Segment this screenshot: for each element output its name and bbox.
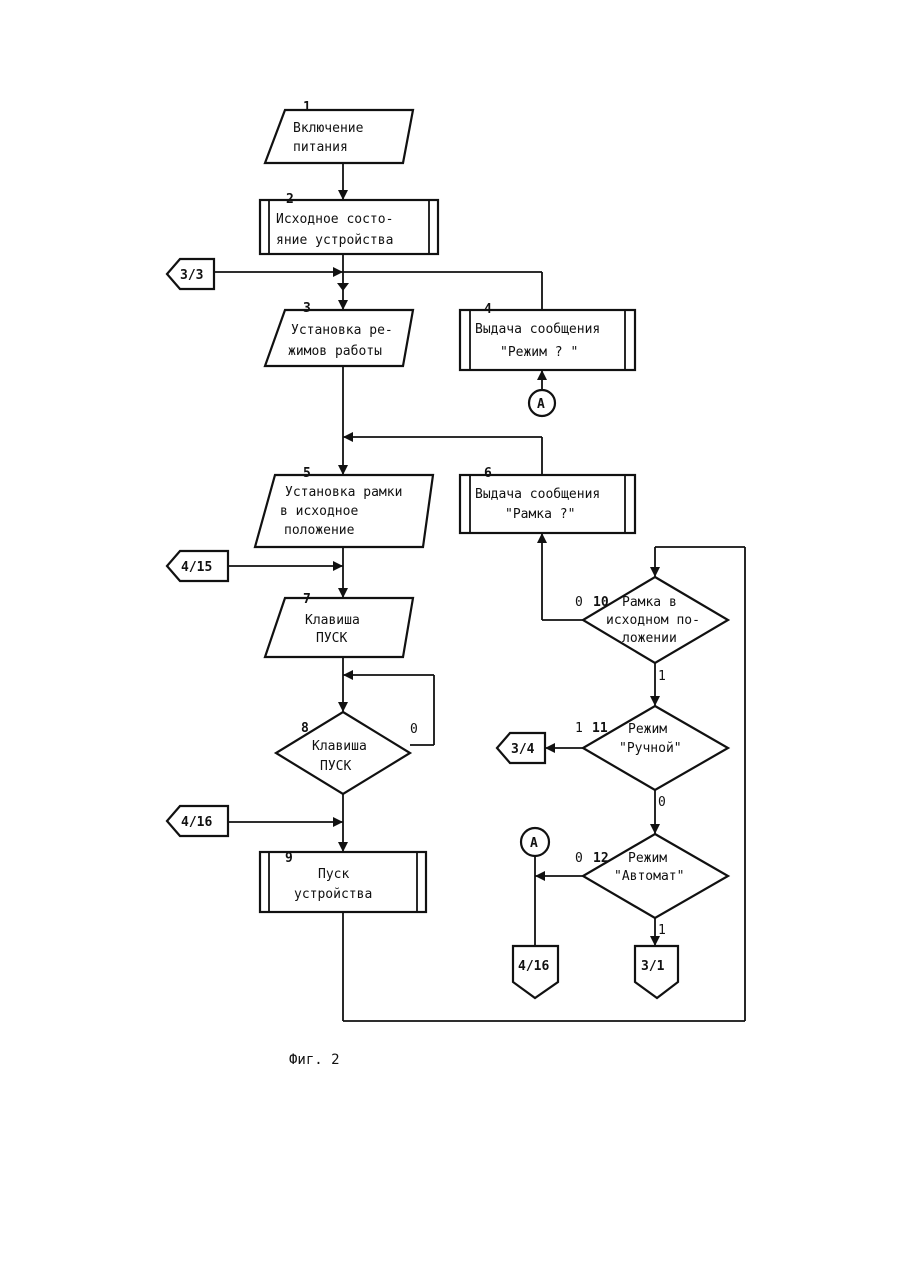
block-1-power-on: 1 Включение питания [265, 100, 413, 163]
block-9-line-1: Пуск [318, 867, 349, 882]
decision-10-number: 10 [593, 595, 609, 610]
block-7-number: 7 [303, 592, 311, 607]
decision-12-line-2: "Автомат" [614, 869, 684, 884]
offpage-connector-3-1: 3/1 [635, 946, 678, 998]
block-5-line-2: в исходное [280, 504, 358, 519]
decision-8-no-label: 0 [410, 722, 418, 737]
connector-3-1-label: 3/1 [641, 959, 665, 974]
figure-caption: Фиг. 2 [289, 1052, 340, 1068]
connector-4-15-label: 4/15 [181, 560, 212, 575]
decision-12-number: 12 [593, 851, 609, 866]
decision-11-yes-label: 1 [575, 721, 583, 736]
block-2-line-2: яние устройства [276, 233, 393, 248]
block-3-number: 3 [303, 301, 311, 316]
connector-4-16-left-label: 4/16 [181, 815, 212, 830]
block-6-number: 6 [484, 466, 492, 481]
block-2-line-1: Исходное состо- [276, 212, 393, 227]
decision-8-number: 8 [301, 721, 309, 736]
offpage-connector-4-16-left: 4/16 [167, 806, 228, 836]
decision-11-line-2: "Ручной" [619, 741, 682, 756]
decision-11-no-label: 0 [658, 795, 666, 810]
decision-10-line-2: исходном по- [606, 613, 700, 628]
block-2-initial-state: 2 Исходное состо- яние устройства [260, 192, 438, 254]
block-5-number: 5 [303, 466, 311, 481]
offpage-connector-3-3: 3/3 [167, 259, 214, 289]
connector-circle-a-lower: A [521, 828, 549, 856]
connector-3-4-label: 3/4 [511, 742, 535, 757]
decision-11-number: 11 [592, 721, 608, 736]
decision-8-key: 8 Клавиша ПУСК 0 [276, 712, 418, 794]
connector-3-3-label: 3/3 [180, 268, 203, 283]
block-4-number: 4 [484, 302, 492, 317]
circle-a-upper-label: A [537, 397, 545, 412]
decision-10-line-3: ложении [622, 631, 677, 646]
connector-4-16-bottom-label: 4/16 [518, 959, 549, 974]
decision-12-no-label: 0 [575, 851, 583, 866]
block-6-line-2: "Рамка ?" [505, 507, 575, 522]
block-9-number: 9 [285, 851, 293, 866]
block-4-message-mode: 4 Выдача сообщения "Режим ? " [460, 302, 635, 370]
decision-12-yes-label: 1 [658, 923, 666, 938]
block-4-line-1: Выдача сообщения [475, 322, 600, 337]
offpage-connector-4-15: 4/15 [167, 551, 228, 581]
decision-11-line-1: Режим [628, 722, 667, 737]
decision-10-yes-label: 1 [658, 669, 666, 684]
arrowheads [333, 190, 660, 946]
block-9-line-2: устройства [294, 887, 372, 902]
decision-10-line-1: Рамка в [622, 595, 677, 610]
block-2-number: 2 [286, 192, 294, 207]
connector-circle-a-upper: A [529, 390, 555, 416]
block-3-line-1: Установка ре- [291, 323, 393, 338]
block-7-line-1: Клавиша [305, 613, 360, 628]
circle-a-lower-label: A [530, 836, 538, 851]
block-5-line-1: Установка рамки [285, 485, 402, 500]
block-7-key: 7 Клавиша ПУСК [265, 592, 413, 657]
block-3-line-2: жимов работы [288, 344, 382, 359]
offpage-connector-4-16-bottom: 4/16 [513, 946, 558, 998]
decision-12-line-1: Режим [628, 851, 667, 866]
decision-8-line-2: ПУСК [320, 759, 351, 774]
decision-10-no-label: 0 [575, 595, 583, 610]
decision-12-auto-mode: 12 Режим "Автомат" 0 1 [575, 834, 728, 938]
block-6-message-frame: 6 Выдача сообщения "Рамка ?" [460, 466, 635, 533]
block-4-line-2: "Режим ? " [500, 345, 578, 360]
block-5-line-3: положение [284, 523, 355, 538]
block-1-line-1: Включение [293, 121, 364, 136]
block-5-set-frame: 5 Установка рамки в исходное положение [255, 466, 433, 547]
block-9-device-start: 9 Пуск устройства [260, 851, 426, 912]
block-1-line-2: питания [293, 140, 348, 155]
block-6-line-1: Выдача сообщения [475, 487, 600, 502]
decision-10-frame-initial: 10 Рамка в исходном по- ложении 0 1 [575, 577, 728, 684]
offpage-connector-3-4: 3/4 [497, 733, 545, 763]
block-7-line-2: ПУСК [316, 631, 347, 646]
block-1-number: 1 [303, 100, 311, 115]
block-3-set-modes: 3 Установка ре- жимов работы [265, 301, 413, 366]
decision-8-line-1: Клавиша [312, 739, 367, 754]
decision-11-manual-mode: 11 Режим "Ручной" 1 0 [575, 706, 728, 810]
